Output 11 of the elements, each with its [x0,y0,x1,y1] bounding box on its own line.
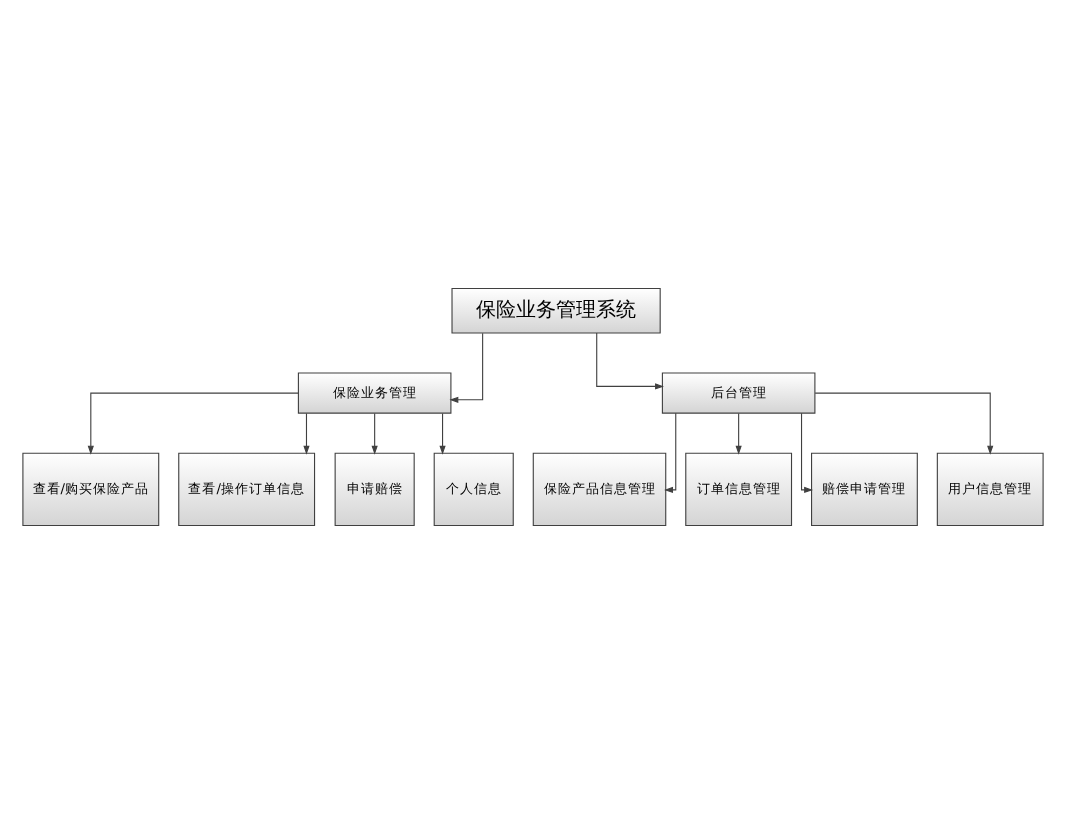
arrow [371,412,378,455]
node-box: 保险业务管理系统 [451,287,661,334]
arrow [439,412,446,455]
arrow [664,412,677,494]
arrow [814,392,994,455]
arrow [735,412,742,455]
arrow [303,412,310,455]
arrow [801,412,814,494]
arrow [449,332,484,403]
arrow [87,392,299,455]
arrow [596,332,664,390]
